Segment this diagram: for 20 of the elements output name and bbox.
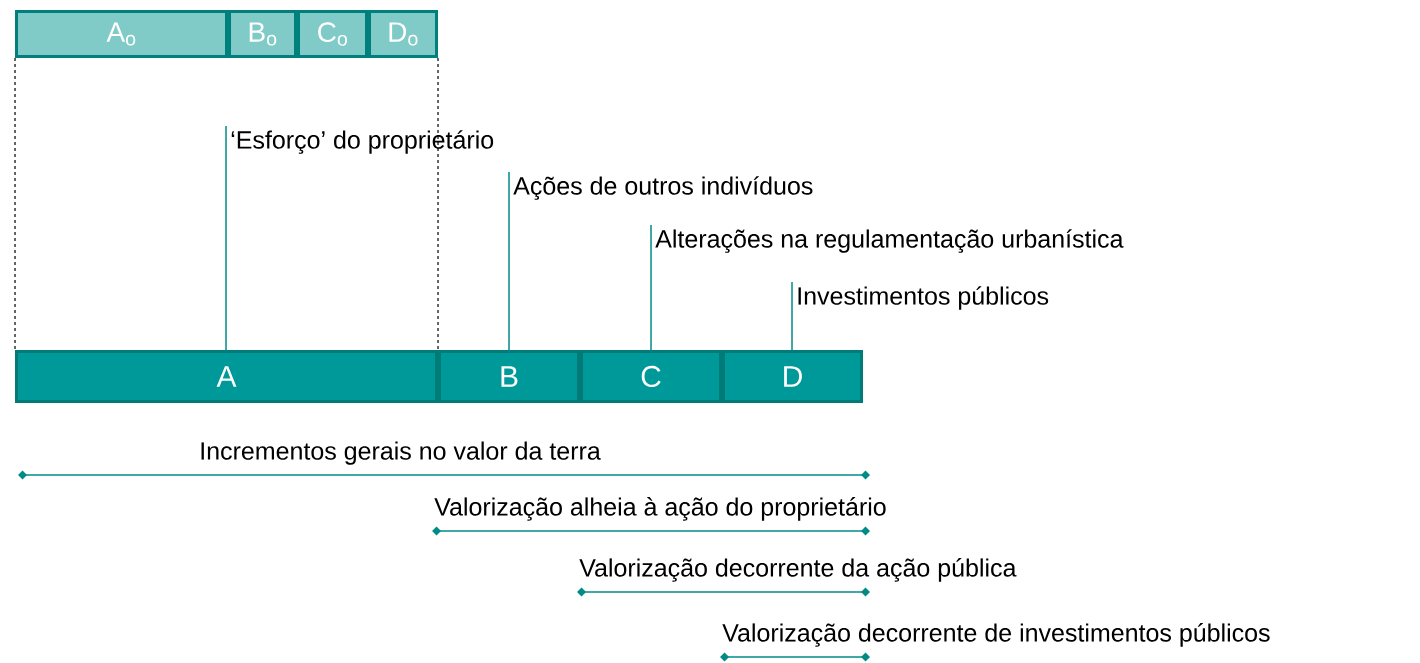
range-label: Incrementos gerais no valor da terra (201, 441, 601, 465)
label-text: ‘Esforço’ do proprietário (231, 130, 494, 154)
leader-line (225, 125, 227, 351)
leader-line (791, 281, 793, 351)
projection-line (437, 57, 439, 351)
bar-segment: D (722, 350, 863, 403)
label-text: Ações de outros indivíduos (513, 176, 813, 200)
bar-segment: C (580, 350, 722, 403)
leader-line (508, 171, 510, 351)
leader-line (650, 224, 652, 351)
projection-line (14, 57, 16, 351)
range-label: Valorização decorrente da ação pública (579, 558, 1017, 582)
bar-segment: B (438, 350, 580, 403)
label-text: Investimentos públicos (798, 286, 1049, 310)
bar-segment: D$_{o}$ (368, 10, 438, 58)
label-text: Alterações na regulamentação urbanística (655, 229, 1124, 253)
range-label: Valorização alheia à ação do proprietário (434, 497, 886, 521)
bar-segment: C$_{o}$ (297, 10, 368, 58)
range-label: Valorização decorrente de investimentos públicos (722, 623, 1270, 647)
bar-segment: B$_{o}$ (228, 10, 297, 58)
